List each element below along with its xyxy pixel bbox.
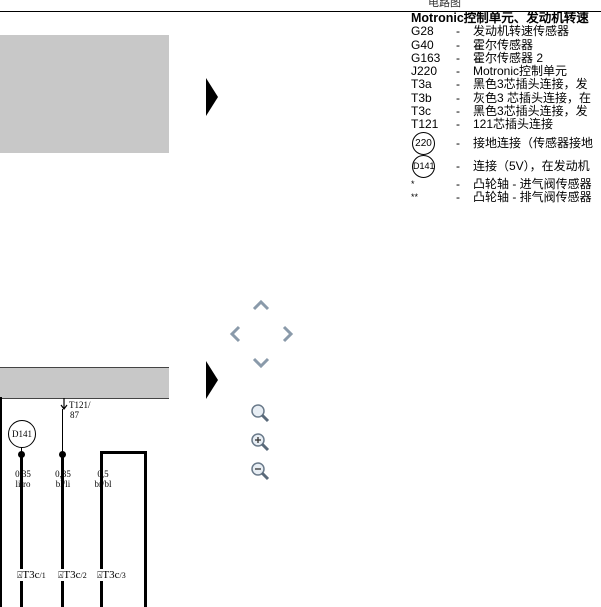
wire-junction: [18, 451, 25, 458]
legend-item-note: **-凸轮轴 - 排气阀传感器: [411, 189, 592, 204]
legend-item: T3a-黑色3芯插头连接，发: [411, 77, 588, 92]
legend-item-ground: 220-接地连接（传感器接地: [411, 131, 601, 155]
pin-label: ⍓T3c/1: [16, 569, 47, 581]
wire-br-bl: [100, 451, 103, 607]
pin-label: ⍓T3c/2: [57, 569, 88, 581]
component-block-lower: [0, 367, 169, 399]
legend-item: T3c-黑色3芯插头连接，发: [411, 104, 588, 119]
chevron-down-icon[interactable]: [251, 356, 271, 370]
connection-node-d141: D141: [8, 420, 36, 448]
page-next-arrow-upper[interactable]: [206, 78, 218, 116]
connection-point-symbol: D141: [412, 154, 435, 178]
wire-bl-li: [61, 455, 64, 607]
legend-item-note: *-凸轮轴 - 进气阀传感器: [411, 176, 592, 191]
connector-arrow-icon: [60, 397, 68, 410]
legend-item: G28-发动机转速传感器: [411, 24, 570, 39]
top-divider: [0, 11, 601, 12]
chevron-up-icon[interactable]: [251, 298, 271, 312]
connector-pin-icon: ⍓: [58, 570, 64, 580]
wire-stub: [62, 409, 63, 454]
zoom-in-icon[interactable]: [249, 431, 271, 453]
legend-item: T3b-灰色3 芯插头连接，在: [411, 90, 592, 105]
wire-li-ro: [20, 455, 23, 607]
connector-pin-icon: ⍓: [97, 570, 103, 580]
chevron-left-icon[interactable]: [228, 324, 242, 344]
magnifier-icon[interactable]: [249, 402, 271, 424]
zoom-out-icon[interactable]: [249, 460, 271, 482]
ground-point-symbol: 220: [412, 131, 435, 155]
legend-title: Motronic控制单元、发动机转速: [411, 12, 589, 25]
legend-item-connection: D141-连接（5V），在发动机: [411, 154, 601, 178]
page-next-arrow-lower[interactable]: [206, 361, 218, 399]
legend-item: G163-霍尔传感器 2: [411, 50, 544, 65]
wire-br-bl-return: [144, 451, 147, 607]
chevron-right-icon[interactable]: [281, 324, 295, 344]
connector-label: T121/ 87: [69, 400, 91, 420]
legend-item: J220-Motronic控制单元: [411, 64, 568, 79]
legend-item: T121-121芯插头连接: [411, 117, 554, 132]
component-block-upper: [0, 35, 169, 153]
pin-label: ⍓T3c/3: [96, 569, 127, 581]
wire-edge: [0, 397, 2, 607]
legend-item: G40-霍尔传感器: [411, 37, 534, 52]
wire-junction: [59, 451, 66, 458]
wire-stub: [21, 447, 22, 453]
legend-panel: Motronic控制单元、发动机转速 G28-发动机转速传感器 G40-霍尔传感…: [411, 12, 601, 204]
connector-pin-icon: ⍓: [17, 570, 23, 580]
wire-br-bl-top: [100, 451, 147, 454]
diagram-header-label: 电路图: [428, 0, 461, 9]
